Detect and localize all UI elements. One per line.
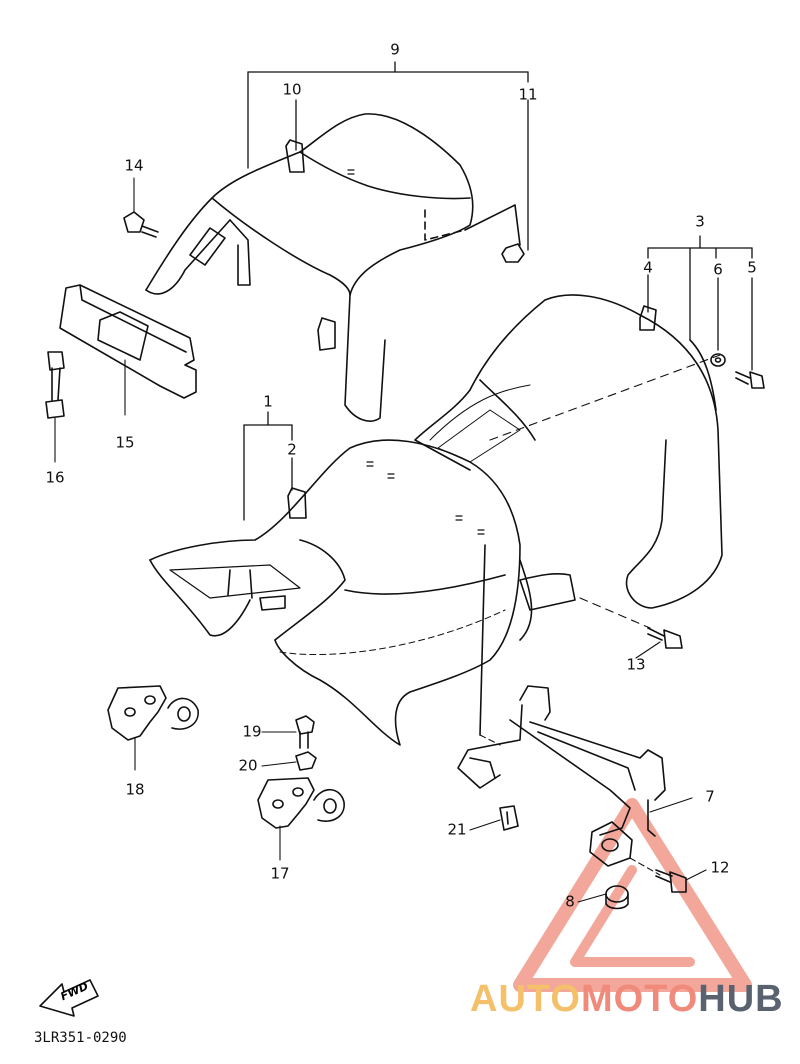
rear-seat	[145, 113, 521, 422]
watermark-triangle-icon	[513, 798, 752, 992]
nut-icon	[501, 243, 525, 263]
callout-2: 2	[287, 440, 297, 459]
callout-17: 17	[270, 864, 290, 883]
seat-marks	[347, 169, 485, 535]
clip-icon	[499, 805, 519, 831]
watermark-logo: AUTOMOTOHUB	[470, 978, 784, 1021]
bolt-icon	[123, 211, 159, 238]
tail-cowl	[414, 294, 723, 611]
callout-10: 10	[282, 80, 302, 99]
watermark-part-auto: AUTO	[470, 978, 581, 1020]
bracket-3	[647, 235, 753, 371]
callout-18: 18	[125, 780, 145, 799]
callout-8: 8	[565, 892, 575, 911]
callout-1: 1	[263, 392, 273, 411]
hook-icon	[107, 685, 199, 741]
bracket-1	[243, 411, 293, 521]
watermark-part-moto: MOTO	[580, 978, 699, 1020]
nut-icon	[295, 751, 317, 771]
front-seat	[149, 439, 533, 746]
callout-16: 16	[45, 468, 65, 487]
seat-lock-bracket	[457, 685, 666, 837]
callout-20: 20	[238, 756, 258, 775]
bracket-9	[247, 61, 529, 251]
callout-7: 7	[705, 787, 715, 806]
strap-icon	[45, 351, 65, 419]
drawing-code: 3LR351-0290	[34, 1030, 127, 1046]
callout-9: 9	[390, 40, 400, 59]
callout-3: 3	[695, 212, 705, 231]
fwd-arrow-icon	[39, 979, 99, 1017]
callout-21: 21	[447, 820, 467, 839]
callout-15: 15	[115, 433, 135, 452]
callout-14: 14	[124, 156, 144, 175]
bolt-icon	[295, 715, 315, 749]
bolt-icon	[629, 857, 687, 893]
callout-5: 5	[747, 258, 757, 277]
washer-icon	[710, 353, 726, 367]
bracket-plate	[59, 284, 197, 399]
screw-icon	[735, 371, 765, 389]
callout-4: 4	[643, 258, 653, 277]
callout-13: 13	[626, 655, 646, 674]
leader-lines	[54, 177, 707, 903]
callout-6: 6	[713, 260, 723, 279]
hook-icon	[257, 777, 345, 829]
bolt-icon	[579, 597, 683, 649]
callout-19: 19	[242, 722, 262, 741]
watermark-part-hub: HUB	[698, 978, 784, 1020]
callout-12: 12	[710, 858, 730, 877]
callout-11: 11	[518, 85, 538, 104]
